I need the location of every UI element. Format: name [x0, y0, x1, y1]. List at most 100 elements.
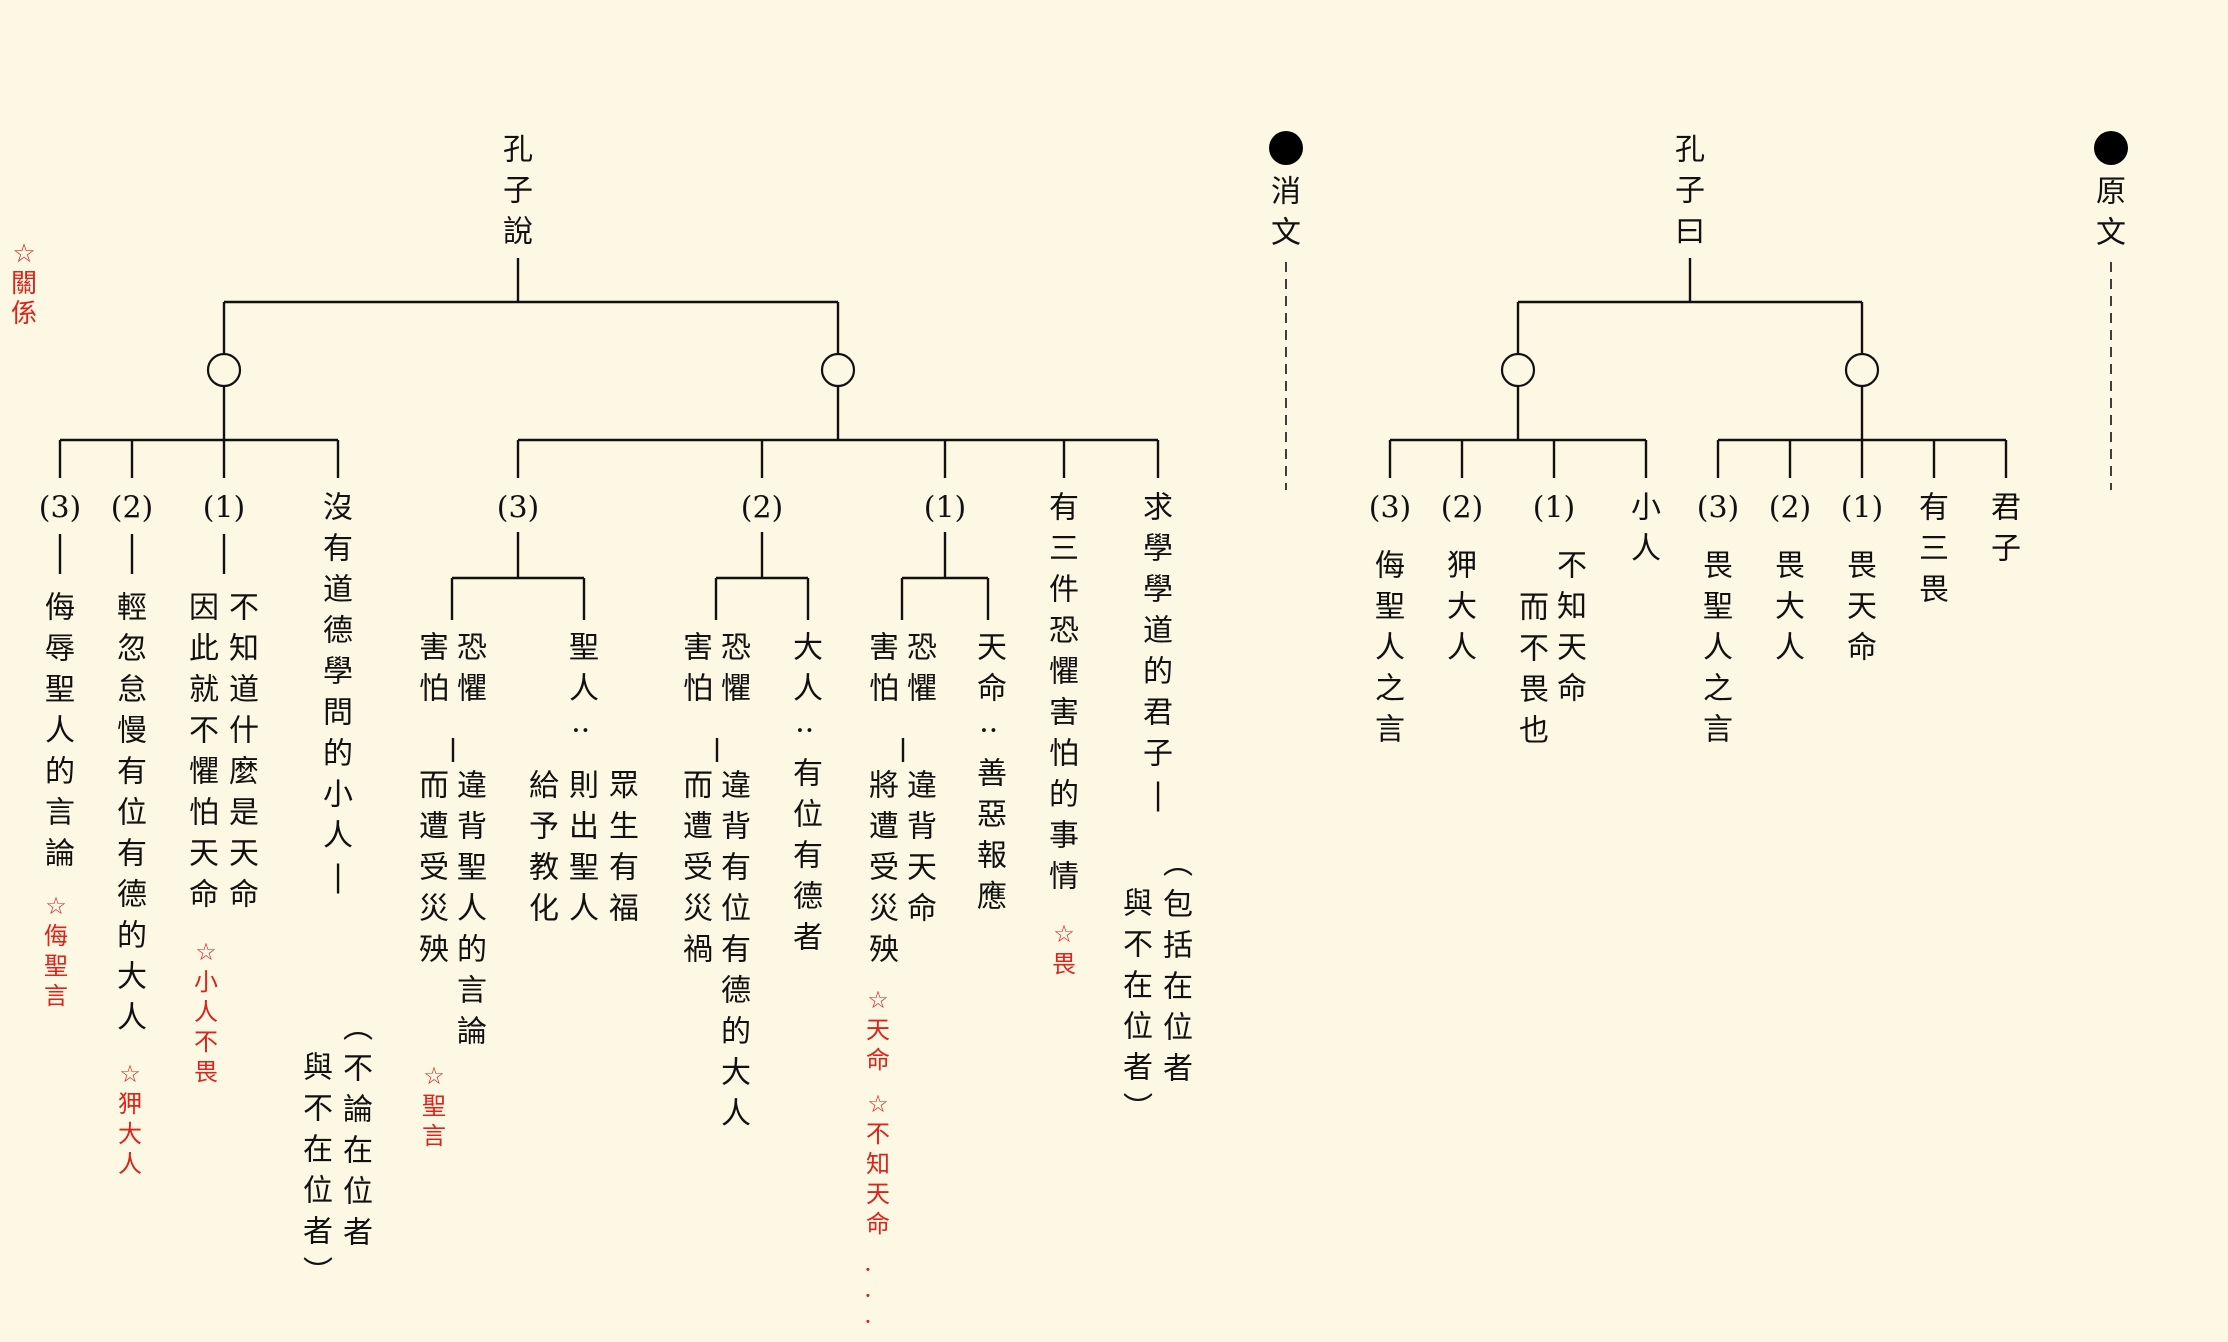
svg-text:人: 人 — [117, 1001, 147, 1036]
svg-text:☆: ☆ — [867, 1090, 889, 1118]
svg-text:係: 係 — [11, 299, 37, 329]
svg-text:☆: ☆ — [119, 1060, 141, 1088]
svg-text:事: 事 — [1049, 819, 1079, 854]
svg-text:害: 害 — [869, 631, 899, 666]
svg-text:件: 件 — [1049, 573, 1079, 608]
item-number: (2) — [1769, 491, 1812, 526]
svg-text:不: 不 — [343, 1052, 373, 1087]
section-bullets — [1269, 131, 2128, 165]
svg-text:恐: 恐 — [457, 631, 487, 666]
svg-text:給: 給 — [529, 769, 559, 804]
svg-text:言: 言 — [457, 974, 487, 1009]
svg-text:懼: 懼 — [721, 672, 751, 707]
svg-text:人: 人 — [45, 714, 75, 749]
svg-text:善: 善 — [977, 757, 1007, 792]
svg-text:三: 三 — [1049, 532, 1079, 567]
svg-text:求: 求 — [1143, 491, 1173, 526]
svg-text:報: 報 — [977, 839, 1007, 874]
svg-text:有: 有 — [117, 755, 147, 790]
svg-text:有: 有 — [1049, 491, 1079, 526]
fear-title: 恐懼 — [907, 631, 937, 707]
note-tianming: ☆天命 — [866, 986, 890, 1074]
svg-text:不: 不 — [1519, 632, 1549, 667]
svg-text:天: 天 — [189, 837, 219, 872]
svg-text:侮: 侮 — [44, 922, 68, 950]
svg-text:文: 文 — [2096, 216, 2126, 251]
svg-text:☆: ☆ — [45, 892, 67, 920]
fear-title: 害怕 — [869, 631, 899, 707]
svg-text:大: 大 — [1447, 590, 1477, 625]
svg-text:君: 君 — [1143, 696, 1173, 731]
svg-text:位: 位 — [793, 798, 823, 833]
svg-text:命: 命 — [907, 892, 937, 927]
svg-text:天: 天 — [1847, 590, 1877, 625]
svg-text:·: · — [864, 1256, 872, 1284]
item-number: (2) — [111, 491, 154, 526]
svg-text:位: 位 — [117, 796, 147, 831]
svg-text:人: 人 — [721, 1097, 751, 1132]
junzi-label-original: 君子 — [1991, 491, 2021, 567]
svg-text:之: 之 — [1375, 672, 1405, 707]
svg-text:命: 命 — [229, 878, 259, 913]
svg-text:因: 因 — [189, 591, 219, 626]
note-xia-daren: ☆狎大人 — [118, 1060, 142, 1178]
svg-text:之: 之 — [1703, 672, 1733, 707]
svg-text:子: 子 — [1675, 174, 1705, 209]
svg-text:有: 有 — [609, 851, 639, 886]
svg-text:有: 有 — [793, 757, 823, 792]
svg-text:而: 而 — [419, 769, 449, 804]
note-ellipsis: ··· — [864, 1256, 872, 1336]
fear-title: 害怕 — [419, 631, 449, 707]
svg-text:化: 化 — [529, 892, 559, 927]
item-number: (3) — [1369, 491, 1412, 526]
svg-text:言: 言 — [1375, 713, 1405, 748]
svg-text:☆: ☆ — [423, 1062, 445, 1090]
node-junzi-explanation — [820, 352, 856, 388]
svg-text:大: 大 — [118, 1120, 142, 1148]
svg-text:小: 小 — [323, 778, 353, 813]
svg-text:不: 不 — [303, 1092, 333, 1127]
svg-text:小: 小 — [1631, 491, 1661, 526]
node-xiaoren-original — [1500, 352, 1536, 388]
item-number: (1) — [203, 491, 246, 526]
svg-text:辱: 辱 — [45, 632, 75, 667]
svg-text:論: 論 — [45, 837, 75, 872]
fear-title: 害怕 — [683, 631, 713, 707]
svg-text:有: 有 — [721, 851, 751, 886]
svg-text:怕: 怕 — [1049, 737, 1079, 772]
svg-text:懼: 懼 — [1049, 655, 1079, 690]
svg-text:德: 德 — [793, 880, 823, 915]
svg-text:道: 道 — [323, 573, 353, 608]
svg-text:·: · — [864, 1308, 872, 1336]
svg-text:麼: 麼 — [229, 755, 259, 790]
svg-text:就: 就 — [189, 673, 219, 708]
svg-text:的: 的 — [721, 1015, 751, 1050]
note-relation: ☆關係 — [11, 239, 37, 329]
svg-text::: : — [975, 725, 1010, 735]
svg-text:︵: ︵ — [343, 1011, 373, 1046]
item-number: (2) — [741, 491, 784, 526]
svg-text:畏: 畏 — [1919, 573, 1949, 608]
svg-text:禍: 禍 — [683, 933, 713, 968]
svg-text:消: 消 — [1271, 175, 1301, 210]
svg-text:聖: 聖 — [457, 851, 487, 886]
svg-text:子: 子 — [1991, 532, 2021, 567]
svg-text:出: 出 — [569, 810, 599, 845]
svg-text:者: 者 — [1163, 1052, 1193, 1087]
original-root: 孔子曰 — [1675, 133, 1705, 250]
svg-text:侮: 侮 — [1375, 549, 1405, 584]
svg-text:人: 人 — [457, 892, 487, 927]
branch-nodes — [206, 352, 1880, 388]
svg-text:恐: 恐 — [1049, 614, 1079, 649]
original-bullet — [2094, 131, 2128, 165]
item-number: (1) — [924, 491, 967, 526]
svg-text:位: 位 — [343, 1175, 373, 1210]
svg-text:說: 說 — [503, 215, 533, 250]
svg-text:原: 原 — [2096, 175, 2126, 210]
